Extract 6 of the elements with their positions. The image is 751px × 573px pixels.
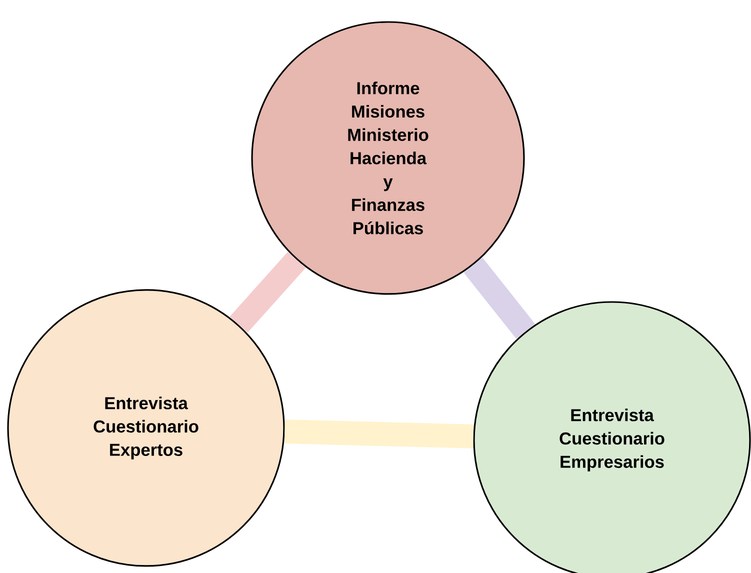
circle-node: Informe Misiones Ministerio Hacienda y Finanzas Públicas: [251, 21, 525, 295]
connector-bar: [230, 252, 306, 333]
connector-bar: [284, 420, 474, 448]
circle-node: Entrevista Cuestionario Expertos: [7, 289, 285, 567]
connector-bar: [464, 258, 536, 339]
circle-node: Entrevista Cuestionario Empresarios: [473, 301, 751, 573]
